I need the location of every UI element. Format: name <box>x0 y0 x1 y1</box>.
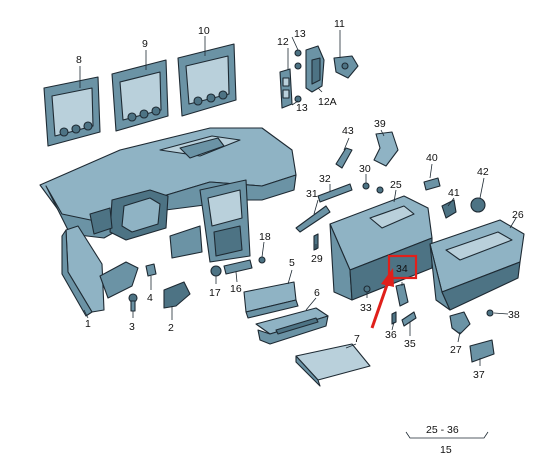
label-41: 41 <box>448 187 460 199</box>
label-16: 16 <box>230 283 242 295</box>
panel-5 <box>243 281 299 319</box>
label-12: 12 <box>277 36 289 48</box>
label-42: 42 <box>477 166 489 178</box>
clip-30 <box>362 182 370 190</box>
cap-42 <box>470 197 486 213</box>
tray-7 <box>295 343 371 387</box>
label-13-top: 13 <box>294 28 306 40</box>
label-32: 32 <box>319 173 331 185</box>
rail-32 <box>317 183 353 203</box>
label-35: 35 <box>404 338 416 350</box>
handle-39 <box>373 131 399 167</box>
label-6: 6 <box>314 287 320 299</box>
label-12a: 12A <box>318 96 337 108</box>
glovebox-frame-25 <box>329 195 433 301</box>
label-27: 27 <box>450 344 462 356</box>
label-37: 37 <box>473 369 485 381</box>
screw-13-mid <box>294 62 302 70</box>
label-3: 3 <box>129 321 135 333</box>
trim-bezel-9 <box>111 59 169 132</box>
label-5: 5 <box>289 257 295 269</box>
label-29: 29 <box>311 253 323 265</box>
pin-29 <box>313 233 319 251</box>
label-26: 26 <box>512 209 524 221</box>
label-range: 25 - 36 <box>426 424 459 436</box>
label-43: 43 <box>342 125 354 137</box>
label-31: 31 <box>306 188 318 200</box>
label-39: 39 <box>374 118 386 130</box>
glovebox-lid-26 <box>429 219 525 311</box>
lower-panel-2 <box>99 261 191 309</box>
screw-3 <box>128 293 138 312</box>
label-34: 34 <box>396 263 408 275</box>
screw-35 <box>401 311 417 327</box>
tray-6 <box>255 307 329 345</box>
highlight-box-34 <box>387 254 418 280</box>
label-10: 10 <box>198 25 210 37</box>
label-25: 25 <box>390 179 402 191</box>
label-33: 33 <box>360 302 372 314</box>
leader-lines <box>79 30 517 439</box>
clip-4 <box>145 263 157 277</box>
label-13-bottom: 13 <box>296 102 308 114</box>
screw-13-bottom <box>294 95 302 103</box>
screw-13-top <box>294 49 302 57</box>
label-4: 4 <box>147 292 153 304</box>
hinge-34 <box>395 283 409 307</box>
label-7: 7 <box>354 333 360 345</box>
label-36: 36 <box>385 329 397 341</box>
dashboard-main <box>39 127 297 263</box>
trim-bezel-8 <box>43 76 101 147</box>
latch-41 <box>441 199 457 219</box>
clip-30b <box>376 186 384 194</box>
bracket-12a <box>305 45 325 93</box>
trim-bezel-10 <box>177 43 237 117</box>
switch-strip-16 <box>223 259 253 275</box>
screw-38 <box>486 309 494 317</box>
label-30: 30 <box>359 163 371 175</box>
knob-17 <box>210 265 222 277</box>
label-40: 40 <box>426 152 438 164</box>
label-11: 11 <box>334 18 345 30</box>
strip-43 <box>335 147 353 169</box>
label-38: 38 <box>508 309 520 321</box>
rail-31 <box>295 205 331 233</box>
label-15: 15 <box>440 444 452 456</box>
cover-37 <box>469 339 495 363</box>
clip-33 <box>363 285 371 293</box>
label-9: 9 <box>142 38 148 50</box>
label-8: 8 <box>76 54 82 66</box>
pin-36 <box>391 311 397 325</box>
label-17: 17 <box>209 287 221 299</box>
label-1: 1 <box>85 318 91 330</box>
part-labels: 8 9 10 11 12 13 13 12A 1 2 3 4 5 6 7 16 … <box>76 18 524 456</box>
latch-27 <box>449 311 471 335</box>
bracket-11 <box>333 55 359 79</box>
label-2: 2 <box>168 322 174 334</box>
label-18: 18 <box>259 231 271 243</box>
side-cover-1 <box>61 225 105 317</box>
switch-40 <box>423 177 441 191</box>
clip-18 <box>258 256 266 264</box>
highlight-arrow <box>370 268 394 329</box>
switch-panel-12 <box>279 68 293 109</box>
